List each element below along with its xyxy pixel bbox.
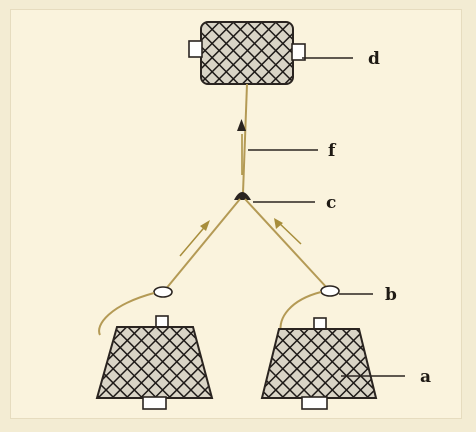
left-arrow-icon — [179, 220, 210, 257]
up-arrow-icon — [237, 119, 246, 131]
left-buoy — [153, 286, 173, 298]
label-d: d — [368, 49, 380, 69]
right-branch-rope — [244, 198, 329, 290]
vertical-rope — [242, 83, 248, 194]
right-buoy — [320, 285, 340, 297]
label-a: a — [420, 367, 431, 387]
left-branch-rope — [164, 198, 241, 291]
label-c: c — [326, 193, 336, 213]
label-f: f — [328, 141, 337, 161]
label-b: b — [385, 285, 397, 305]
right-arrow-icon — [274, 218, 302, 245]
right-trap-a — [260, 317, 378, 410]
left-trap — [95, 315, 214, 410]
left-trap-rope — [98, 292, 155, 336]
knot-junction — [234, 192, 251, 200]
top-float-d — [188, 21, 306, 85]
